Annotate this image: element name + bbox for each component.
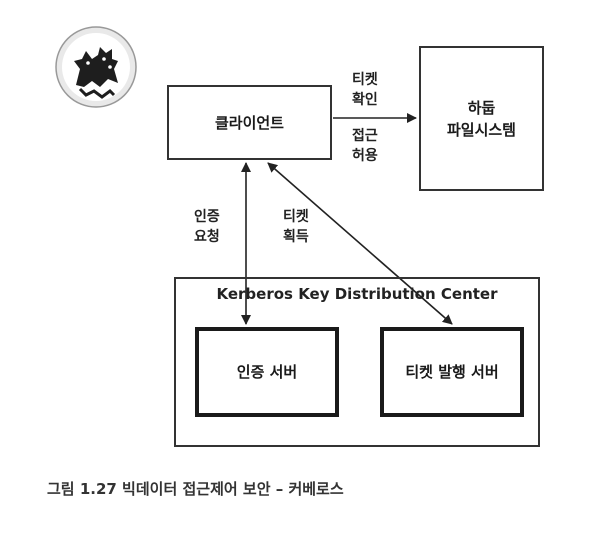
three-headed-dog-icon [55,26,137,108]
access-allow-line2: 허용 [352,148,378,164]
hadoop-label-line2: 파일시스템 [446,120,516,139]
kdc-container: Kerberos Key Distribution Center [174,277,540,447]
ticket-verify-label: 티켓 확인 [352,70,378,110]
access-allow-line1: 접근 [352,128,378,144]
ticket-server-node: 티켓 발행 서버 [380,327,524,417]
hadoop-label-line1: 하둡 [467,98,496,117]
client-tgs-arrow [267,162,453,325]
figure-caption: 그림 1.27 빅데이터 접근제어 보안 – 커베로스 [47,480,344,498]
auth-request-label: 인증 요청 [194,207,220,247]
auth-server-node: 인증 서버 [195,327,339,417]
ticket-verify-line2: 확인 [352,92,378,108]
auth-request-line2: 요청 [194,229,220,245]
auth-request-line1: 인증 [194,209,220,225]
access-allow-label: 접근 허용 [352,126,378,166]
hadoop-filesystem-node: 하둡 파일시스템 [419,46,544,191]
client-label: 클라이언트 [214,113,284,132]
ticket-obtain-label: 티켓 획득 [283,207,309,247]
client-node: 클라이언트 [167,85,332,160]
ticket-obtain-line2: 획득 [283,229,309,245]
ticket-verify-line1: 티켓 [352,72,378,88]
kdc-title: Kerberos Key Distribution Center [216,285,498,303]
auth-server-label: 인증 서버 [236,363,298,381]
ticket-obtain-line1: 티켓 [283,209,309,225]
ticket-server-label: 티켓 발행 서버 [405,363,499,381]
